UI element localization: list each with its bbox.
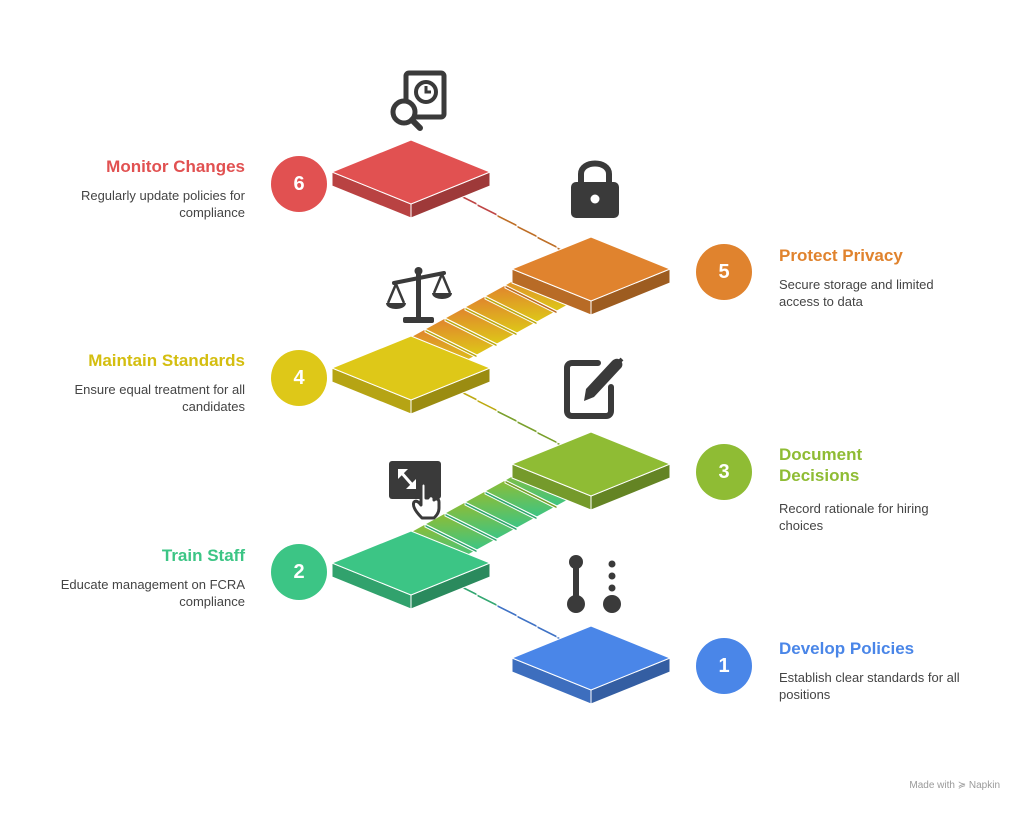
step-6-description: Regularly update policies for compliance — [80, 188, 245, 220]
step-1-title: Develop Policies — [779, 639, 915, 658]
step-5-description: Secure storage and limited access to dat… — [779, 277, 934, 309]
step-6-title: Monitor Changes — [106, 157, 245, 176]
step-4-description: Ensure equal treatment for all candidate… — [74, 382, 245, 414]
step-1-description: Establish clear standards for all positi… — [779, 670, 960, 702]
step-1-label: Develop Policies Establish clear standar… — [779, 638, 969, 703]
platform-1-top — [510, 625, 672, 691]
resize-touch-icon — [389, 461, 441, 520]
step-2-description: Educate management on FCRA compliance — [60, 577, 245, 609]
step-3-label: Document Decisions Record rationale for … — [779, 444, 969, 534]
step-3-description: Record rationale for hiring choices — [779, 501, 929, 533]
platform-2-top — [330, 530, 492, 596]
step-3-title: Document Decisions — [779, 445, 863, 485]
step-5-title: Protect Privacy — [779, 246, 903, 265]
step-4-badge: 4 — [271, 350, 327, 406]
step-1-badge: 1 — [696, 638, 752, 694]
step-4-label: Maintain Standards Ensure equal treatmen… — [60, 350, 245, 415]
search-clock-icon — [390, 70, 447, 131]
step-2-label: Train Staff Educate management on FCRA c… — [60, 545, 245, 610]
lock-icon — [571, 160, 619, 218]
step-6-badge: 6 — [271, 156, 327, 212]
step-3-badge: 3 — [696, 444, 752, 500]
edit-document-icon — [564, 357, 624, 419]
platform-4-top — [330, 335, 492, 401]
step-5-label: Protect Privacy Secure storage and limit… — [779, 245, 969, 310]
step-2-badge: 2 — [271, 544, 327, 600]
step-4-title: Maintain Standards — [88, 351, 245, 370]
branch-icon — [567, 555, 621, 613]
step-6-label: Monitor Changes Regularly update policie… — [60, 156, 245, 221]
platform-5-top — [510, 236, 672, 302]
platform-6-top — [330, 139, 492, 205]
made-with-napkin-footer: Made with ≽ Napkin — [909, 780, 1000, 791]
platform-3-top — [510, 431, 672, 497]
step-2-title: Train Staff — [161, 546, 245, 565]
scales-icon — [386, 267, 452, 323]
step-5-badge: 5 — [696, 244, 752, 300]
